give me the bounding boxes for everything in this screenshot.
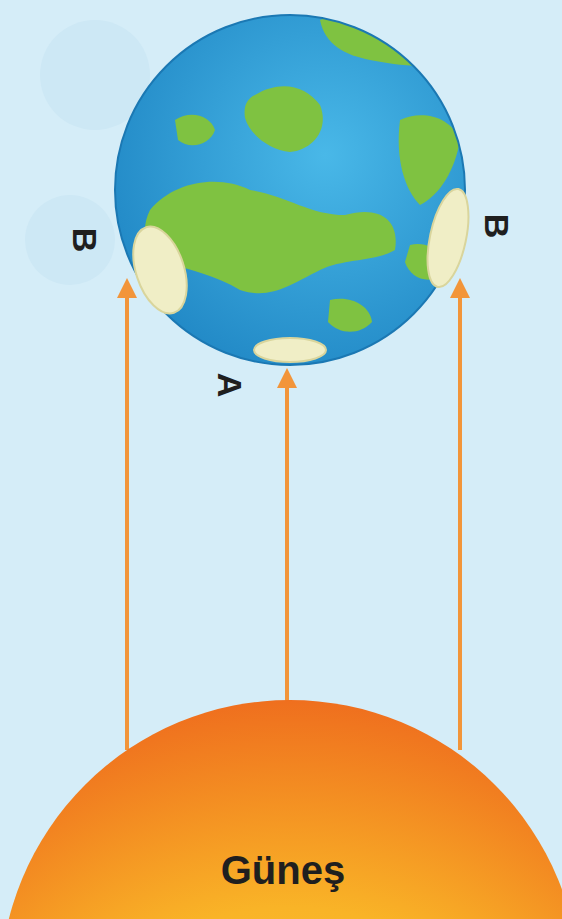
background-bubble <box>25 195 115 285</box>
area-letter: B <box>480 214 514 239</box>
sunlit-area-b <box>420 185 476 290</box>
sunlit-area-a <box>254 338 326 362</box>
area-letter: B <box>68 228 102 253</box>
area-letter: A <box>213 373 247 398</box>
sun-rays <box>127 288 460 750</box>
sun-label: Güneş <box>221 848 345 893</box>
sunlit-area-b <box>123 220 196 320</box>
earth-globe <box>115 13 476 365</box>
sun-disc <box>0 700 562 919</box>
sun-shape: Güneş <box>0 700 562 919</box>
